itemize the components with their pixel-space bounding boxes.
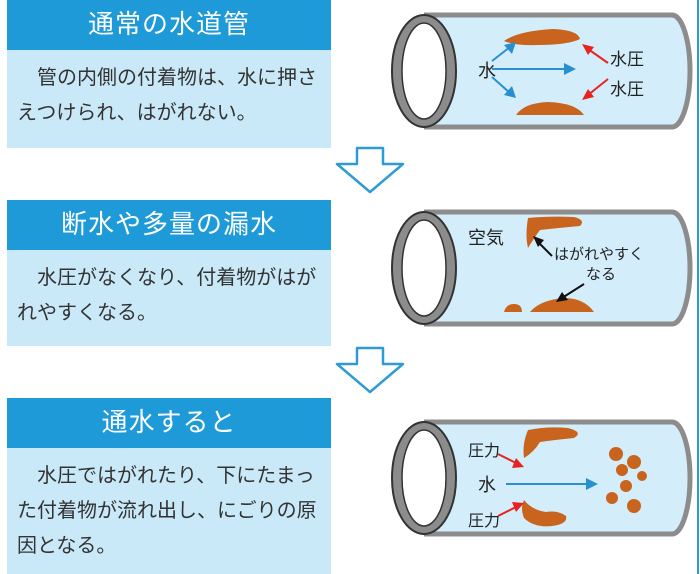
section-text: 水圧がなくなり、付着物がはがれやすくなる。 [17,265,317,324]
label-note-line1: はがれやすく [554,245,644,263]
debris [620,480,632,492]
pipe-opening [401,429,447,527]
deposit-top [504,29,580,46]
peel-arrow-bottom [561,283,585,299]
water-arrow-up-head [504,42,516,54]
pipe-opening [401,219,447,317]
debris [637,471,647,481]
pipe-opening [401,22,447,120]
label-pressure-bottom: 圧力 [468,511,500,530]
label-pressure-bottom: 水圧 [610,80,644,100]
deposit-peeling [526,216,582,248]
debris [606,492,618,504]
pipe-outage-diagram: 空気 はがれやすく なる [391,209,693,327]
deposit-bottom [530,298,594,312]
pressure-arrow-top-head [512,458,524,468]
section-normal: 通常の水道管 管の内側の付着物は、水に押さえつけられ、はがれない。 [7,0,331,148]
down-arrow [335,346,405,394]
pipe-normal-diagram: 水 水圧 水圧 [391,12,693,130]
pressure-arrow-bottom [587,78,609,96]
label-pressure-top: 水圧 [610,50,644,70]
pipe-wall [424,12,693,130]
label-note-line2: なる [586,265,616,283]
deposit-peeling-bottom [522,500,567,527]
debris [609,447,623,461]
pressure-arrow-bottom-head [512,502,524,512]
debris [627,455,641,469]
peel-arrow-top-head [533,236,544,247]
peel-arrow-top [537,241,553,257]
section-text: 水圧ではがれたり、下にたまった付着物が流れ出し、にごりの原因となる。 [17,463,317,557]
pipe-wall [424,419,693,537]
water-arrow-down [491,76,511,94]
section-water-flow: 通水すると 水圧ではがれたり、下にたまった付着物が流れ出し、にごりの原因となる。 [7,398,331,574]
pressure-arrow-top [587,48,609,64]
label-water: 水 [478,475,496,496]
deposit-peeling-top [523,427,578,458]
water-arrow-head [564,63,576,75]
water-arrow-down-head [504,86,516,98]
water-arrow-head [586,478,598,490]
section-body: 管の内側の付着物は、水に押さえつけられ、はがれない。 [7,50,331,148]
pipe-wall [424,209,693,327]
section-body: 水圧がなくなり、付着物がはがれやすくなる。 [7,250,331,346]
peel-arrow-bottom-head [556,292,568,302]
deposit-bottom [516,102,584,115]
section-water-outage: 断水や多量の漏水 水圧がなくなり、付着物がはがれやすくなる。 [7,200,331,346]
pressure-arrow-bottom-head [582,89,594,100]
down-arrow [335,146,405,194]
section-title: 通常の水道管 [7,0,331,50]
debris [616,464,628,476]
page-edge-line [697,0,699,574]
label-water: 水 [478,61,496,82]
pipe-flow-diagram: 圧力 水 圧力 [391,419,693,537]
pressure-arrow-top-head [582,44,594,55]
deposit-fragment [504,304,522,312]
section-text: 管の内側の付着物は、水に押さえつけられ、はがれない。 [17,65,317,124]
section-title: 断水や多量の漏水 [7,200,331,250]
water-arrow-up [491,46,511,62]
label-pressure-top: 圧力 [468,441,500,460]
section-title: 通水すると [7,398,331,448]
debris [627,499,641,513]
section-body: 水圧ではがれたり、下にたまった付着物が流れ出し、にごりの原因となる。 [7,448,331,574]
label-air: 空気 [468,228,504,249]
